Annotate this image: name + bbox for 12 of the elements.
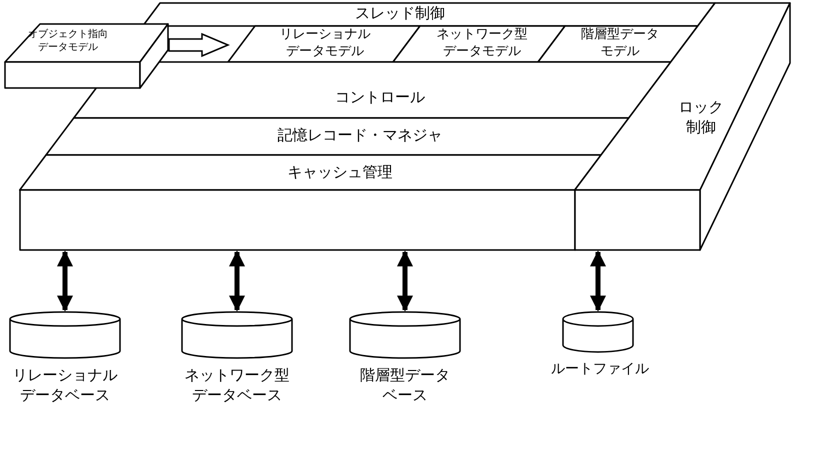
layer-label: スレッド制御 xyxy=(355,4,445,24)
layer-label: ネットワーク型データモデル xyxy=(435,27,528,61)
database-label: 階層型データベース xyxy=(360,366,450,405)
database-label: ネットワーク型データベース xyxy=(184,366,290,405)
database-label: リレーショナルデータベース xyxy=(12,366,118,405)
layer-label: ロック制御 xyxy=(678,98,724,137)
layer-label: 記憶レコード・マネジャ xyxy=(278,126,442,146)
layer-label: リレーショナルデータモデル xyxy=(278,27,372,61)
database-label: ルートファイル xyxy=(551,360,649,378)
layer-label: キャッシュ管理 xyxy=(288,163,392,182)
layer-label: 階層型データモデル xyxy=(581,27,659,61)
layer-label: コントロール xyxy=(335,88,425,108)
